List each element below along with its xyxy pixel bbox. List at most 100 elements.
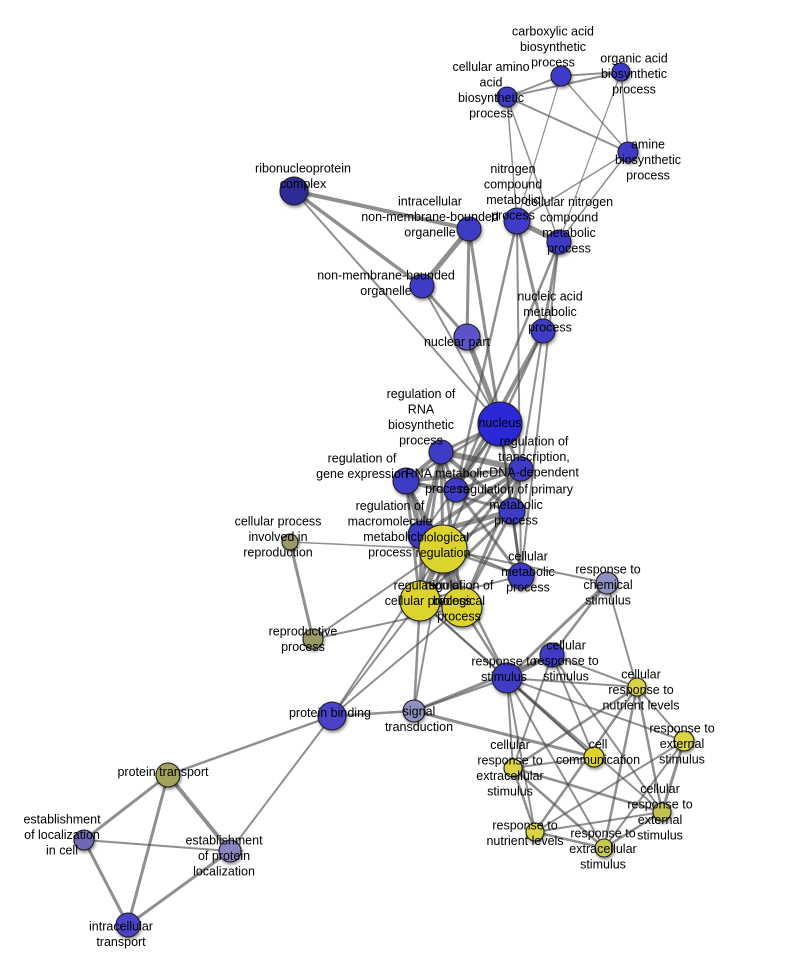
edge-response_stimulus--cellular_response_external	[506, 677, 663, 813]
node-organic_acid[interactable]	[611, 62, 631, 82]
edge-response_chemical--cellular_response_nutrient	[606, 582, 638, 688]
node-rna_metabolic[interactable]	[443, 477, 469, 503]
node-reproductive_process[interactable]	[302, 628, 324, 650]
edge-protein_binding--reg_biological	[331, 606, 463, 717]
node-reg_gene_expr[interactable]	[392, 467, 420, 495]
node-cellular_response_nutrient[interactable]	[627, 677, 647, 697]
edge-response_stimulus--response_nutrient	[506, 677, 536, 833]
node-response_extracellular[interactable]	[594, 838, 614, 858]
node-nucleus[interactable]	[477, 401, 523, 447]
label-protein_binding: protein binding	[289, 706, 371, 720]
node-nucleic_acid[interactable]	[530, 318, 556, 344]
node-response_stimulus[interactable]	[491, 662, 523, 694]
edge-ribonucleoprotein--intracellular_nmb	[292, 189, 471, 231]
edge-nmb_organelle--nucleus	[421, 285, 501, 425]
edge-ribonucleoprotein--nucleus	[293, 190, 501, 425]
node-cpir[interactable]	[281, 533, 299, 551]
edge-response_external--cellular_response_external	[660, 739, 686, 814]
node-signal_transduction[interactable]	[402, 699, 426, 723]
node-est_localization_cell[interactable]	[73, 829, 95, 851]
node-cellular_response_stimulus[interactable]	[539, 642, 565, 668]
edge-reg_transcription--reg_macromolecule	[420, 467, 523, 537]
edge-cellular_response_stimulus--cellular_response_nutrient	[551, 654, 638, 688]
node-response_nutrient[interactable]	[525, 822, 545, 842]
node-cellular_response_external[interactable]	[652, 802, 672, 822]
node-response_chemical[interactable]	[595, 571, 619, 595]
node-nitrogen_compound[interactable]	[503, 207, 531, 235]
node-intracellular_transport[interactable]	[115, 912, 141, 938]
label-nuclear_part: nuclear part	[424, 335, 491, 349]
node-reg_transcription[interactable]	[508, 456, 534, 482]
edge-carboxylic_acid--amine	[560, 75, 629, 153]
edge-reg_rna_bio--reg_transcription	[438, 449, 524, 472]
node-cellular_amino[interactable]	[496, 86, 518, 108]
edge-nucleic_acid--reg_transcription	[520, 330, 544, 470]
node-reg_cellular[interactable]	[399, 580, 441, 622]
node-est_protein_localization[interactable]	[218, 839, 242, 863]
edge-cellular_nitrogen--rna_metabolic	[454, 240, 561, 492]
node-intracellular_nmb[interactable]	[456, 216, 482, 242]
label-nucleus: nucleus	[478, 416, 521, 430]
node-ribonucleoprotein[interactable]	[279, 176, 309, 206]
node-protein_binding[interactable]	[317, 701, 347, 731]
edge-protein_binding--biological_regulation	[331, 548, 444, 717]
edge-protein_transport--est_localization_cell	[82, 773, 170, 842]
node-nmb_organelle[interactable]	[409, 273, 435, 299]
edge-cellular_response_extracellular--response_extracellular	[511, 766, 606, 850]
node-response_external[interactable]	[673, 730, 695, 752]
node-protein_transport[interactable]	[155, 762, 181, 788]
label-protein_transport: protein transport	[117, 765, 209, 779]
edge-response_stimulus--signal_transduction	[412, 676, 509, 713]
node-cell_communication[interactable]	[583, 746, 605, 768]
edge-signal_transduction--cell_communication	[412, 709, 596, 759]
node-reg_primary[interactable]	[498, 497, 526, 525]
edge-carboxylic_acid--nitrogen_compound	[516, 75, 562, 222]
edge-organic_acid--amine	[620, 71, 629, 153]
edge-response_nutrient--response_extracellular	[533, 830, 606, 850]
edge-cellular_response_nutrient--cellular_response_external	[635, 685, 664, 814]
node-biological_regulation[interactable]	[418, 524, 468, 574]
node-cellular_metabolic[interactable]	[507, 562, 535, 590]
nodes-layer	[73, 62, 695, 938]
node-cellular_response_extracellular[interactable]	[503, 758, 523, 778]
node-nuclear_part[interactable]	[453, 323, 481, 351]
edge-signal_transduction--biological_regulation	[413, 548, 444, 712]
edge-reproductive_process--biological_regulation	[312, 548, 444, 640]
node-cellular_nitrogen[interactable]	[546, 229, 572, 255]
edge-protein_binding--est_protein_localization	[229, 715, 333, 852]
edge-cell_communication--cellular_response_extracellular	[512, 756, 595, 769]
node-carboxylic_acid[interactable]	[550, 65, 572, 87]
edge-cellular_response_nutrient--response_external	[636, 686, 685, 742]
node-amine[interactable]	[617, 141, 639, 163]
edge-response_stimulus--response_chemical	[505, 581, 609, 680]
edge-protein_transport--intracellular_transport	[126, 773, 170, 927]
edge-cellular_amino--amine	[506, 96, 629, 153]
edge-reproductive_process--reg_biological	[312, 606, 463, 640]
edge-cpir--reproductive_process	[288, 540, 315, 641]
edge-response_extracellular--cellular_response_external	[602, 810, 664, 850]
node-reg_rna_bio[interactable]	[428, 439, 454, 465]
node-reg_biological[interactable]	[441, 586, 483, 628]
